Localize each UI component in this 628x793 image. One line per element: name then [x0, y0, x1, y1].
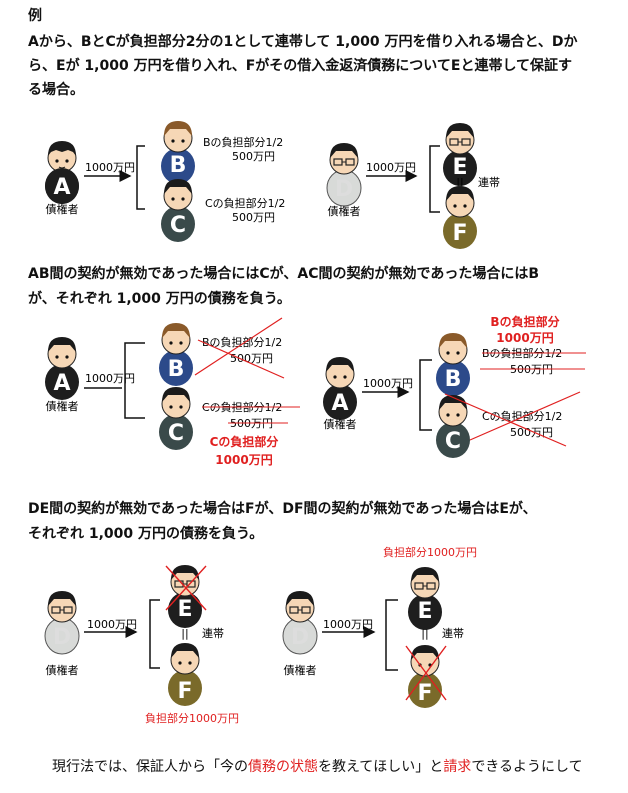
- b-full-label-1: Bの負担部分: [490, 314, 559, 329]
- letter-f: F: [452, 221, 467, 246]
- person-a: [45, 337, 79, 400]
- diagram-5: D 債権者 1000万円 E || 連帯 F 負担部分1000万円: [44, 565, 239, 725]
- ab-line-2: が、それぞれ 1,000 万円の債務を負う。: [28, 291, 291, 307]
- cross-line: [165, 565, 207, 611]
- letter-a: A: [53, 371, 70, 396]
- letter-c: C: [170, 213, 186, 238]
- person-d: [282, 591, 318, 655]
- letter-f: F: [417, 681, 432, 706]
- intro-line-3: る場合。: [28, 82, 84, 98]
- person-b: [161, 121, 195, 184]
- b-share-label: Bの負担部分1/2: [203, 135, 283, 149]
- full-share-label: 負担部分1000万円: [383, 545, 477, 559]
- equal-sign: ||: [456, 176, 463, 189]
- de-line-2: それぞれ 1,000 万円の債務を負う。: [28, 526, 264, 542]
- rentai-label: 連帯: [442, 626, 464, 640]
- c-share-label: Cの負担部分1/2: [205, 196, 285, 210]
- diagram-1: A 債権者 1000万円 B C Bの負担部分1/2 500万円 Cの負担部分1…: [44, 121, 285, 242]
- person-b: [436, 333, 470, 396]
- letter-d: D: [335, 177, 353, 202]
- intro-line-1: Aから、BとCが負担部分2分の1として連帯して 1,000 万円を借り入れる場合…: [28, 34, 578, 50]
- person-f: [443, 186, 477, 249]
- letter-b: B: [445, 367, 462, 392]
- strike-line: [469, 391, 581, 441]
- equal-sign: ||: [421, 627, 428, 640]
- creditor-label: 債権者: [324, 417, 357, 431]
- letter-a: A: [53, 175, 70, 200]
- full-share-label: 負担部分1000万円: [145, 711, 239, 725]
- person-e: [443, 123, 477, 186]
- c-full-label-1: Cの負担部分: [210, 434, 279, 449]
- b-full-label-2: 1000万円: [496, 331, 553, 345]
- strike-line: [444, 393, 567, 447]
- amount-label: 1000万円: [87, 618, 137, 631]
- letter-e: E: [417, 599, 432, 624]
- creditor-label: 債権者: [46, 399, 79, 413]
- strike-line: [194, 317, 283, 376]
- amount-label: 1000万円: [366, 161, 416, 174]
- c-half-label: 500万円: [232, 211, 275, 224]
- person-a: [44, 140, 80, 205]
- diagram-6: D 債権者 1000万円 負担部分1000万円 E || 連帯 F: [282, 545, 477, 708]
- person-e: [408, 567, 442, 630]
- letter-c: C: [168, 421, 184, 446]
- cross-line: [405, 645, 447, 701]
- letter-c: C: [445, 429, 461, 454]
- rentai-label: 連帯: [202, 626, 224, 640]
- diagram-3: A 債権者 1000万円 B C Bの負担部分1/2 500万円 Cの負担部分 1…: [45, 317, 300, 467]
- person-d: [326, 143, 362, 207]
- heading: 例: [28, 8, 42, 24]
- strike-line: [197, 339, 285, 379]
- person-c: [161, 179, 195, 242]
- amount-label: 1000万円: [363, 377, 413, 390]
- letter-e: E: [177, 597, 192, 622]
- creditor-label: 債権者: [328, 204, 361, 218]
- intro-line-2: ら、Eが 1,000 万円を借り入れ、Fがその借入金返済債務についてEと連帯して…: [28, 58, 573, 74]
- equal-sign: ||: [181, 627, 188, 640]
- creditor-label: 債権者: [284, 663, 317, 677]
- person-a: [323, 357, 357, 420]
- footer-text: 現行法では、保証人から「今の債務の状態を教えてほしい」と請求できるようにして: [52, 756, 583, 776]
- c-share-label: Cの負担部分1/2: [482, 409, 562, 423]
- person-f: [168, 643, 202, 706]
- footer-part-5: できるようにして: [471, 759, 583, 775]
- amount-label: 1000万円: [323, 618, 373, 631]
- person-d: [44, 591, 80, 655]
- letter-f: F: [177, 679, 192, 704]
- letter-e: E: [452, 155, 467, 180]
- footer-part-2: 債務の状態: [248, 759, 318, 775]
- b-half-label: 500万円: [230, 352, 273, 365]
- letter-d: D: [53, 625, 71, 650]
- letter-b: B: [170, 153, 187, 178]
- footer-part-3: を教えてほしい」と: [318, 759, 444, 775]
- diagram-4: A 債権者 1000万円 Bの負担部分 1000万円 B Bの負担部分1/2 5…: [323, 314, 586, 458]
- footer-part-4: 請求: [443, 759, 472, 775]
- de-line-1: DE間の契約が無効であった場合はFが、DF間の契約が無効であった場合はEが、: [28, 501, 537, 517]
- person-b: [159, 323, 193, 386]
- rentai-label: 連帯: [478, 175, 500, 189]
- creditor-label: 債権者: [46, 663, 79, 677]
- letter-d: D: [291, 625, 309, 650]
- amount-label: 1000万円: [85, 161, 135, 174]
- c-full-label-2: 1000万円: [215, 453, 272, 467]
- diagram-2: D 債権者 1000万円 E || 連帯 F: [326, 123, 500, 249]
- creditor-label: 債権者: [46, 202, 79, 216]
- footer-part-1: 現行法では、保証人から「今の: [52, 759, 248, 775]
- letter-b: B: [168, 357, 185, 382]
- ab-line-1: AB間の契約が無効であった場合にはCが、AC間の契約が無効であった場合にはB: [28, 266, 539, 282]
- person-c: [159, 387, 193, 450]
- person-e: [168, 565, 202, 628]
- b-half-label: 500万円: [232, 150, 275, 163]
- person-f: [408, 645, 442, 708]
- b-share-label: Bの負担部分1/2: [202, 335, 282, 349]
- letter-a: A: [331, 391, 348, 416]
- person-c: [436, 395, 470, 458]
- amount-label: 1000万円: [85, 372, 135, 385]
